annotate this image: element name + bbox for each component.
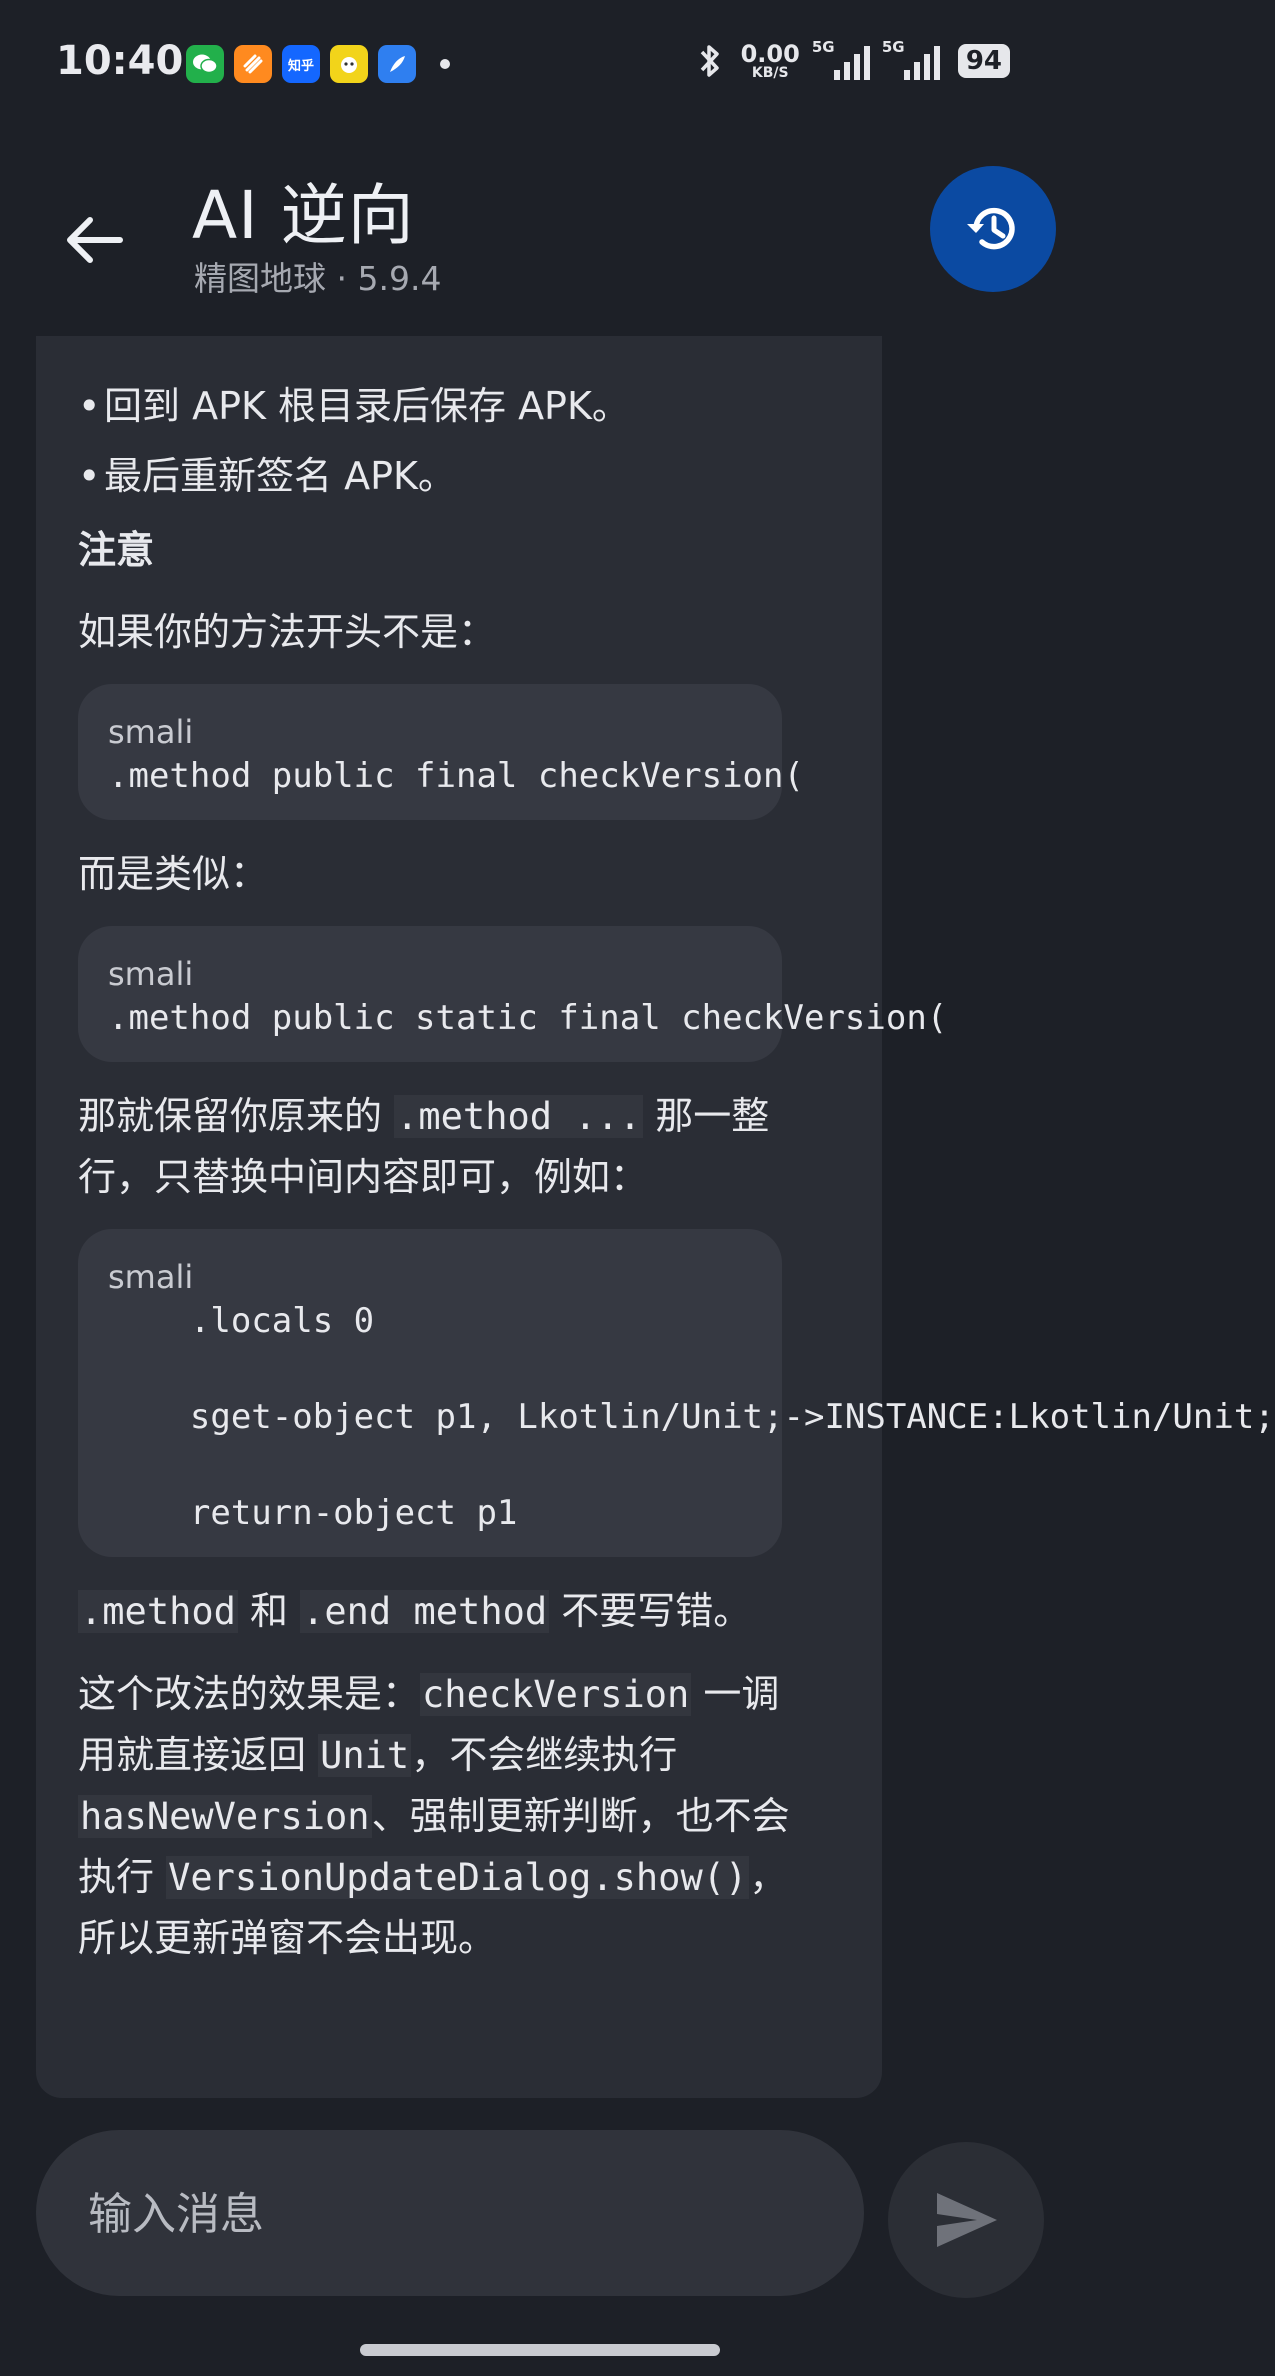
code-language-label: smali: [108, 955, 194, 993]
code-line: sget-object p1, Lkotlin/Unit;->INSTANCE:…: [108, 1397, 1275, 1437]
code-block[interactable]: smali .locals 0 sget-object p1, Lkotlin/…: [78, 1229, 1275, 1557]
code-block[interactable]: smali .method public final checkVersion(: [78, 684, 804, 820]
code-line: .locals 0: [108, 1301, 375, 1341]
history-button[interactable]: [930, 166, 1056, 292]
code-line: .method public static final checkVersion…: [108, 998, 948, 1038]
status-bar: 10:40 知乎 0.00 KB/S 5G 5G 94: [0, 0, 1080, 130]
assistant-message: •回到 APK 根目录后保存 APK。 •最后重新签名 APK。 注意 如果你的…: [36, 336, 1275, 2098]
inline-code: .end method: [300, 1590, 550, 1633]
message-input-container[interactable]: [36, 2130, 864, 2298]
home-indicator[interactable]: [360, 2344, 720, 2356]
list-item: •最后重新签名 APK。: [78, 454, 456, 498]
game-icon: [330, 45, 368, 83]
section-heading: 注意: [78, 528, 155, 572]
message-content: •回到 APK 根目录后保存 APK。 •最后重新签名 APK。 注意 如果你的…: [78, 306, 1275, 1990]
page-subtitle: 精图地球 · 5.9.4: [194, 259, 442, 298]
more-notifications-dot: [440, 59, 450, 69]
bluetooth-icon: [700, 45, 719, 77]
inline-code: hasNewVersion: [78, 1795, 372, 1838]
back-button[interactable]: [58, 200, 138, 280]
paragraph: 而是类似：: [78, 852, 269, 896]
clock: 10:40: [56, 38, 184, 84]
paragraph: 这个改法的效果是：checkVersion 一调用就直接返回 Unit，不会继续…: [78, 1672, 790, 1960]
inline-code: .method ...: [394, 1095, 644, 1138]
battery-indicator: 94: [957, 44, 1010, 78]
code-language-label: smali: [108, 713, 194, 751]
zhihu-icon: 知乎: [282, 45, 320, 83]
page-title: AI 逆向: [192, 177, 415, 254]
message-input[interactable]: [86, 2130, 810, 2298]
code-line: return-object p1: [108, 1493, 518, 1533]
inline-code: checkVersion: [420, 1673, 692, 1716]
notification-icons: 知乎: [186, 45, 450, 83]
inline-code: VersionUpdateDialog.show(): [166, 1856, 750, 1899]
feather-icon: [378, 45, 416, 83]
code-language-label: smali: [108, 1258, 194, 1296]
code-line: .method public final checkVersion(: [108, 756, 804, 796]
taobao-icon: [234, 45, 272, 83]
history-icon: [967, 207, 1015, 250]
network-speed: 0.00 KB/S: [740, 40, 800, 81]
signal-icon-2: 5G: [882, 38, 940, 80]
paragraph: 如果你的方法开头不是：: [78, 610, 497, 654]
inline-code: .method: [78, 1590, 238, 1633]
arrow-left-icon: [67, 217, 123, 263]
paragraph: .method 和 .end method 不要写错。: [78, 1589, 752, 1633]
paragraph: 那就保留你原来的 .method ... 那一整行，只替换中间内容即可，例如：: [78, 1094, 770, 1199]
list-item: •回到 APK 根目录后保存 APK。: [78, 384, 630, 428]
send-icon: [937, 2193, 997, 2247]
app-header: AI 逆向 精图地球 · 5.9.4: [0, 130, 1080, 336]
send-button[interactable]: [888, 2142, 1044, 2298]
inline-code: Unit: [318, 1734, 412, 1777]
wechat-icon: [186, 45, 224, 83]
signal-icon: 5G: [812, 38, 870, 80]
code-block[interactable]: smali .method public static final checkV…: [78, 926, 948, 1062]
